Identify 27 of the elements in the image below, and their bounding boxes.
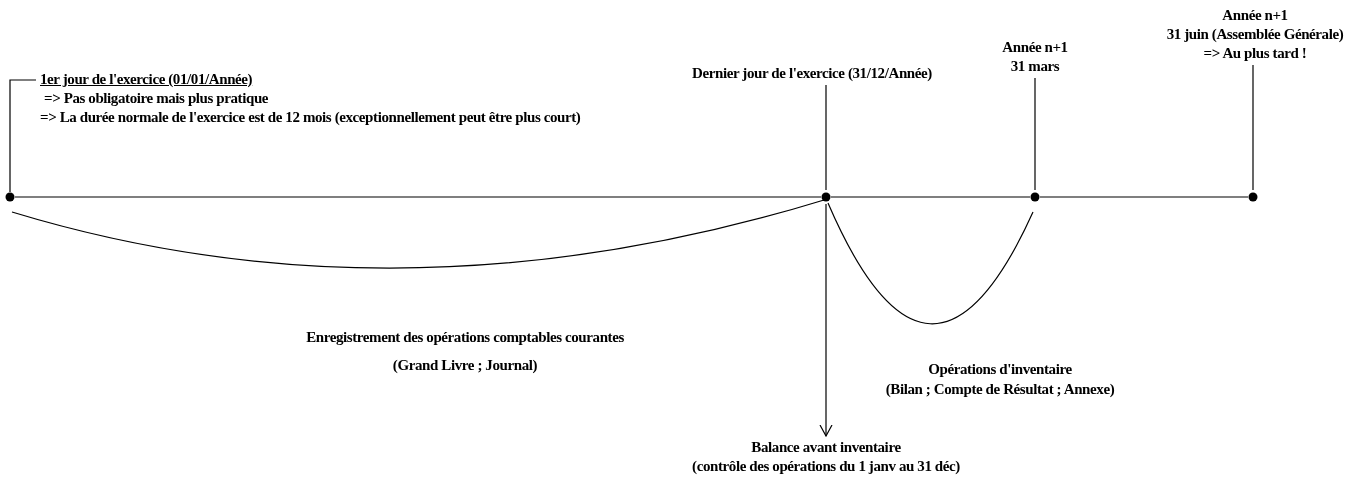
note-text: => Au plus tard ! [1202,44,1308,63]
timeline-dot [1248,192,1258,202]
arrow [819,203,833,437]
timeline-dot [821,192,831,202]
heading-text: Année n+1 [1221,6,1289,25]
leader-line [1252,64,1254,191]
note-text: => Pas obligatoire mais plus pratique [43,89,270,108]
date-label: Dernier jour de l'exercice (31/12/Année) [692,64,932,83]
timeline-dot [1030,192,1040,202]
note-text: 31 juin (Assemblée Générale) [1166,25,1344,44]
note-text: (contrôle des opérations du 1 janv au 31 déc) [692,457,960,476]
timeline-line [830,196,1031,198]
timeline-dot [5,192,15,202]
heading-text: 1er jour de l'exercice (01/01/Année) [40,70,254,89]
leader-line [9,79,37,193]
leader-line [1034,77,1036,191]
note-text: 31 mars [1009,57,1061,76]
span-label: (Grand Livre ; Journal) [392,356,538,375]
span-label: Opérations d'inventaire [928,360,1072,379]
heading-text: Balance avant inventaire [750,438,902,457]
timeline-line [1039,196,1249,198]
leader-line [825,84,827,191]
span-label: (Bilan ; Compte de Résultat ; Annexe) [885,380,1115,399]
span-label: Enregistrement des opérations comptables courantes [306,328,624,347]
note-text: => La durée normale de l'exercice est de 12 mois (exceptionnellement peut être plus court) [40,108,581,127]
heading-text: Année n+1 [1002,38,1068,57]
timeline-line [14,196,822,198]
